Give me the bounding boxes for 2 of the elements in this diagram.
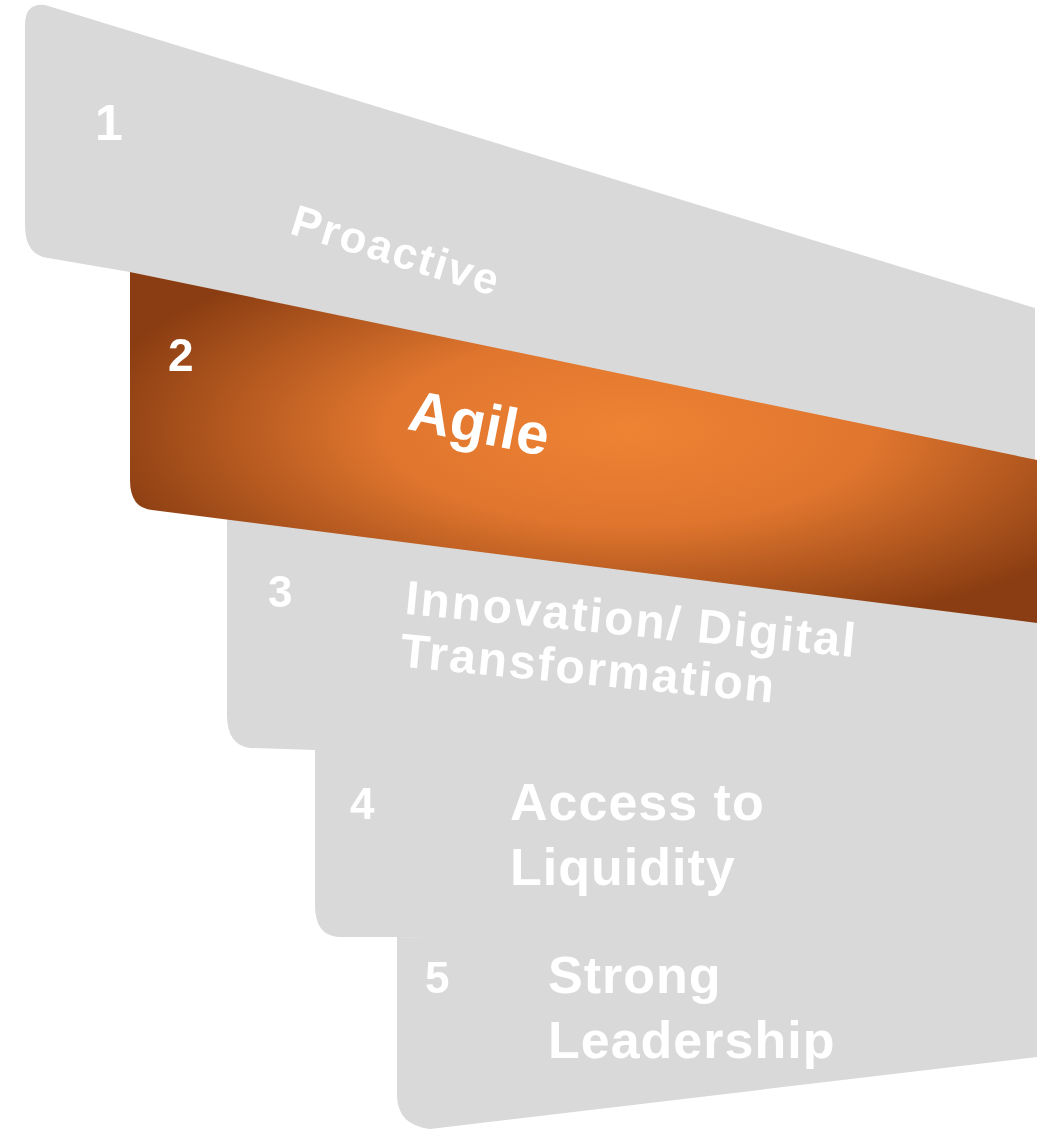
step-label: Agile bbox=[403, 378, 556, 468]
step-number: 2 bbox=[168, 332, 194, 378]
